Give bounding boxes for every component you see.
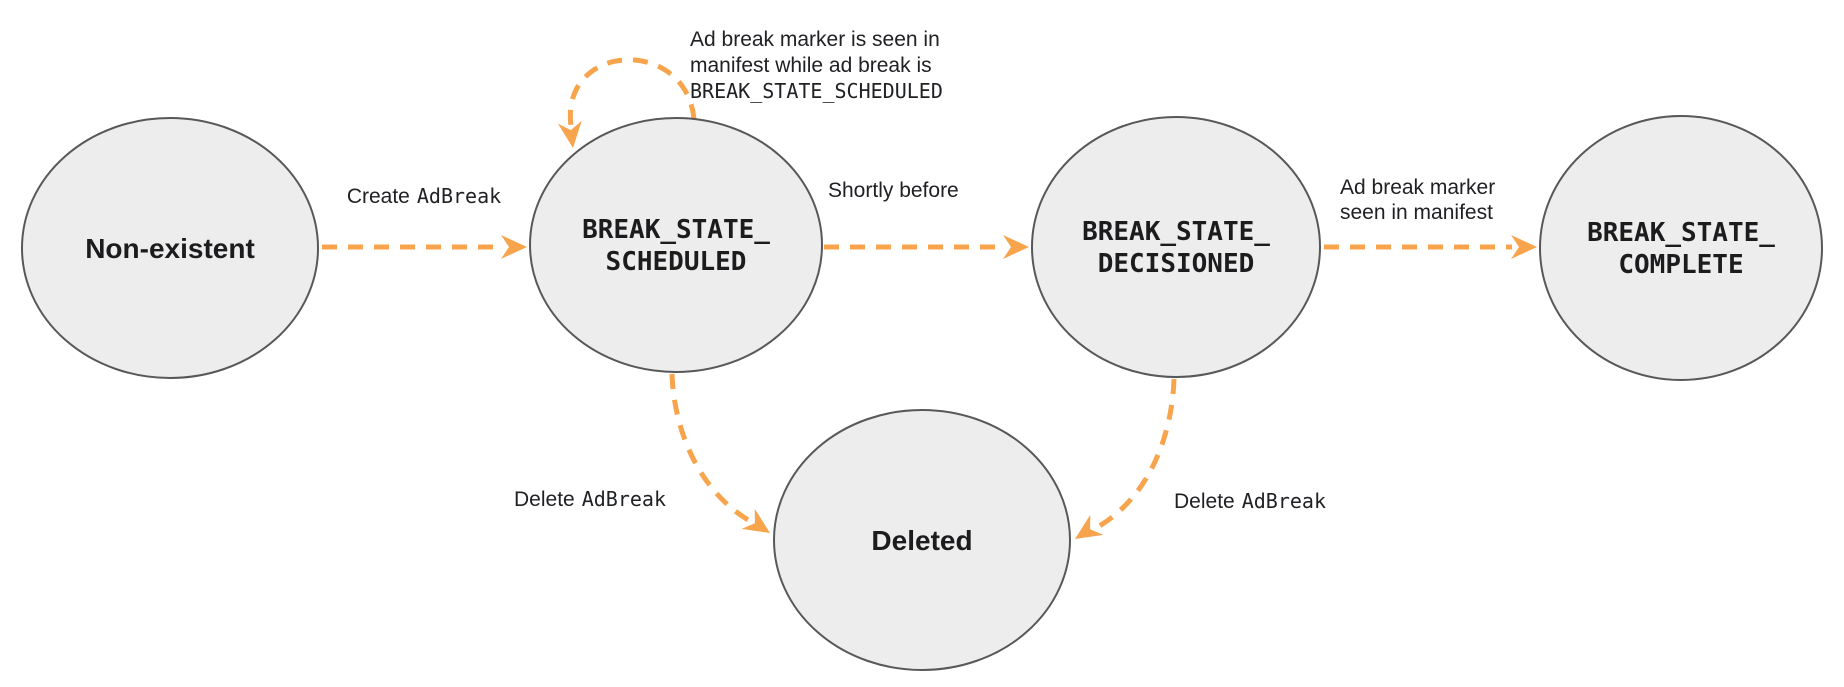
node-non-existent-label: Non-existent: [85, 233, 255, 264]
node-complete-label-line1: BREAK_STATE_: [1587, 218, 1775, 248]
node-scheduled-label-line2: SCHEDULED: [606, 247, 747, 277]
edge-label-self-loop-line2: manifest while ad break is: [690, 54, 932, 77]
node-deleted-label: Deleted: [871, 525, 972, 556]
node-complete-label-line2: COMPLETE: [1618, 250, 1743, 280]
edge-delete-from-decisioned: [1092, 378, 1177, 532]
edge-label-to-complete-line2: seen in manifest: [1340, 201, 1493, 224]
edge-label-self-loop-line3: BREAK_STATE_SCHEDULED: [690, 79, 943, 103]
node-scheduled-label-line1: BREAK_STATE_: [582, 215, 770, 245]
node-decisioned-label-line1: BREAK_STATE_: [1082, 217, 1270, 247]
arrowhead-icon: [741, 508, 770, 533]
arrowhead-icon: [1075, 514, 1104, 539]
node-deleted: [773, 409, 1071, 671]
edge-group: [322, 57, 1537, 539]
edge-label-self-loop-line1: Ad break marker is seen in: [690, 28, 940, 51]
node-decisioned-label-line2: DECISIONED: [1098, 249, 1255, 279]
node-non-existent: [21, 117, 319, 379]
node-break-state-scheduled: [529, 117, 823, 373]
edge-label-to-decisioned-line1: Shortly before: [828, 179, 959, 202]
edge-delete-from-scheduled: [669, 373, 752, 524]
arrowhead-icon: [501, 235, 527, 259]
node-break-state-complete: [1539, 115, 1823, 381]
arrowhead-icon: [1511, 235, 1537, 259]
arrowhead-icon: [557, 120, 582, 148]
edge-self-loop-scheduled: [567, 57, 697, 127]
edge-label-to-complete-line1: Ad break marker: [1340, 176, 1495, 199]
node-break-state-decisioned: [1031, 116, 1321, 378]
arrowhead-icon: [1003, 235, 1029, 259]
node-group: Non-existent BREAK_STATE_ SCHEDULED BREA…: [21, 115, 1823, 671]
